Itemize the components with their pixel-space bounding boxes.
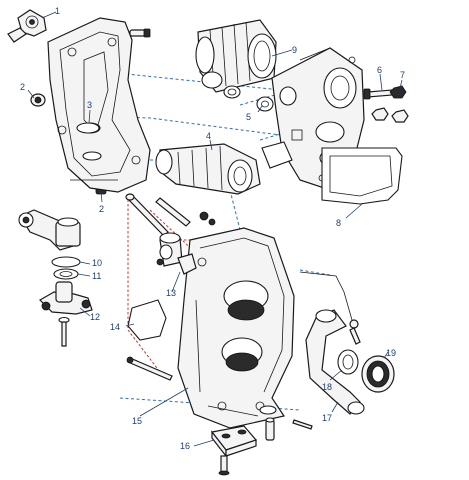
part-12-engine-mount (39, 281, 93, 315)
tilt-arm-linkage (18, 209, 81, 251)
mount-bolt (58, 316, 70, 347)
callout-4: 4 (206, 131, 211, 141)
callout-19: 19 (386, 348, 396, 358)
part-16-bolt (218, 455, 230, 476)
callout-15: 15 (132, 416, 142, 426)
dowel-pin (265, 417, 275, 441)
part-15-transom-plate (177, 227, 295, 429)
callout-6: 6 (377, 65, 382, 75)
gimbal-housing (47, 17, 151, 193)
callout-16: 16 (180, 441, 190, 451)
part-1-latch (7, 9, 47, 43)
part-10-bushing (51, 256, 81, 268)
callout-11: 11 (92, 271, 101, 281)
callout-5: 5 (246, 112, 251, 122)
callout-8: 8 (336, 218, 341, 228)
callout-12: 12 (90, 312, 100, 322)
callout-9: 9 (292, 45, 297, 55)
part-6-stud-bolt (363, 88, 393, 100)
callout-18: 18 (322, 382, 332, 392)
part-19-bearing (361, 355, 395, 393)
callout-17: 17 (322, 413, 332, 423)
part-14-gasket (127, 299, 167, 341)
callout-14: 14 (110, 322, 120, 332)
part-18-seal (337, 349, 359, 375)
side-nuts (371, 107, 409, 123)
callout-1: 1 (55, 6, 60, 16)
part-13-fitting (177, 253, 197, 275)
water-fitting (156, 232, 183, 267)
speedo-line (299, 271, 361, 345)
part-4-exhaust-tube (155, 143, 261, 195)
part-11-ring (53, 268, 79, 280)
callout-13: 13 (166, 288, 176, 298)
small-bolt-lower (292, 419, 313, 430)
part-8-housing-gasket (321, 147, 403, 205)
gimbal-screw (129, 28, 151, 38)
part-2-bushing-upper (30, 93, 46, 107)
transom-bolt (126, 356, 173, 381)
pivot-pin-short (155, 197, 216, 227)
part-17-water-hose (305, 309, 365, 415)
callout-labels: 1 2 2 3 4 5 6 7 8 9 10 11 12 13 14 15 16… (20, 6, 405, 451)
callout-3: 3 (87, 100, 92, 110)
callout-2-upper: 2 (20, 82, 25, 92)
leader-lines (27, 11, 403, 447)
callout-10: 10 (92, 258, 102, 268)
callout-2-lower: 2 (99, 204, 104, 214)
part-3-gimbal-ring (76, 122, 100, 134)
part-5-washer (256, 96, 274, 112)
callout-7: 7 (400, 70, 405, 80)
small-plate-gasket (261, 141, 293, 169)
part-16-mounting-block (210, 425, 258, 458)
hose-clamp-upper (201, 71, 241, 99)
part-7-nut (389, 85, 407, 99)
